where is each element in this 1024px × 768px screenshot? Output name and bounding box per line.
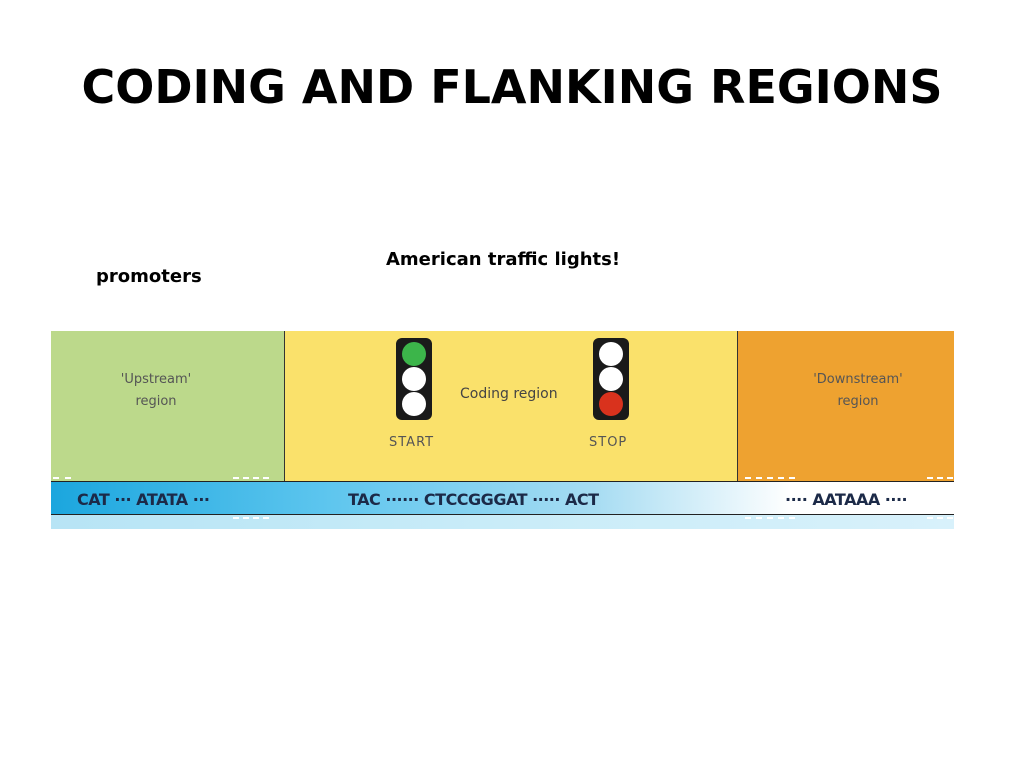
coding-sequence: TAC ······ CTCCGGGAT ····· ACT — [348, 490, 599, 509]
start-traffic-light-icon — [396, 338, 432, 420]
dna-strand-shadow — [51, 515, 954, 529]
stop-label: STOP — [589, 435, 628, 450]
strand-break-mark — [927, 477, 953, 479]
strand-break-mark — [745, 517, 795, 519]
upstream-label-line2: region — [135, 394, 177, 409]
strand-break-mark — [233, 477, 269, 479]
stop-lamp-middle — [599, 366, 623, 391]
strand-break-mark — [745, 477, 795, 479]
stop-lamp-bottom — [599, 392, 623, 417]
downstream-panel: 'Downstream' region — [738, 331, 954, 481]
dna-strand: CAT ··· ATATA ··· TAC ······ CTCCGGGAT ·… — [51, 481, 954, 515]
gene-diagram: 'Upstream' region START Coding region ST… — [51, 331, 954, 531]
slide-title: CODING AND FLANKING REGIONS — [81, 60, 943, 114]
start-lamp-bottom — [402, 392, 426, 417]
coding-panel: START Coding region STOP — [285, 331, 738, 481]
strand-break-mark — [927, 517, 953, 519]
stop-traffic-light-icon — [593, 338, 629, 420]
upstream-label-line1: 'Upstream' — [120, 372, 192, 387]
upstream-panel: 'Upstream' region — [51, 331, 285, 481]
upstream-sequence: CAT ··· ATATA ··· — [77, 490, 210, 509]
strand-break-mark — [233, 517, 269, 519]
start-lamp-top — [402, 341, 426, 366]
stop-lamp-top — [599, 341, 623, 366]
promoters-note: promoters — [96, 266, 202, 287]
downstream-label: 'Downstream' region — [738, 369, 978, 413]
downstream-label-line1: 'Downstream' — [813, 372, 903, 387]
downstream-label-line2: region — [837, 394, 879, 409]
strand-break-mark — [53, 477, 71, 479]
start-lamp-middle — [402, 366, 426, 391]
upstream-label: 'Upstream' region — [51, 369, 261, 413]
start-label: START — [389, 435, 435, 450]
downstream-sequence: ···· AATAAA ···· — [785, 490, 908, 509]
coding-region-label: Coding region — [460, 386, 558, 402]
traffic-lights-note: American traffic lights! — [386, 249, 621, 270]
